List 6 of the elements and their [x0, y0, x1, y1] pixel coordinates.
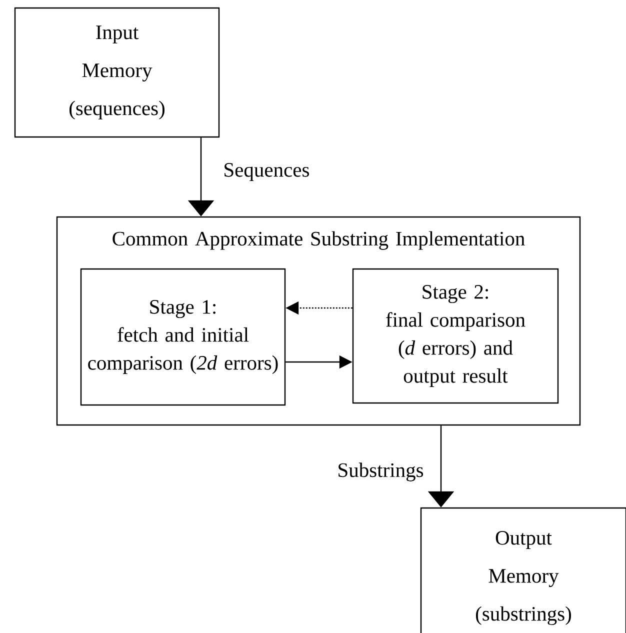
edge-label: Substrings — [338, 462, 424, 482]
edge-label: Sequences — [224, 163, 309, 181]
stage-box: Stage 1: fetch and initial comparison (2d errors) — [80, 268, 286, 406]
stage-box: Stage 2: final comparison (d errors) and output result — [352, 268, 559, 404]
memory-box: Output Memory (substrings) — [420, 507, 626, 633]
memory-box: Input Memory (sequences) — [14, 7, 220, 138]
